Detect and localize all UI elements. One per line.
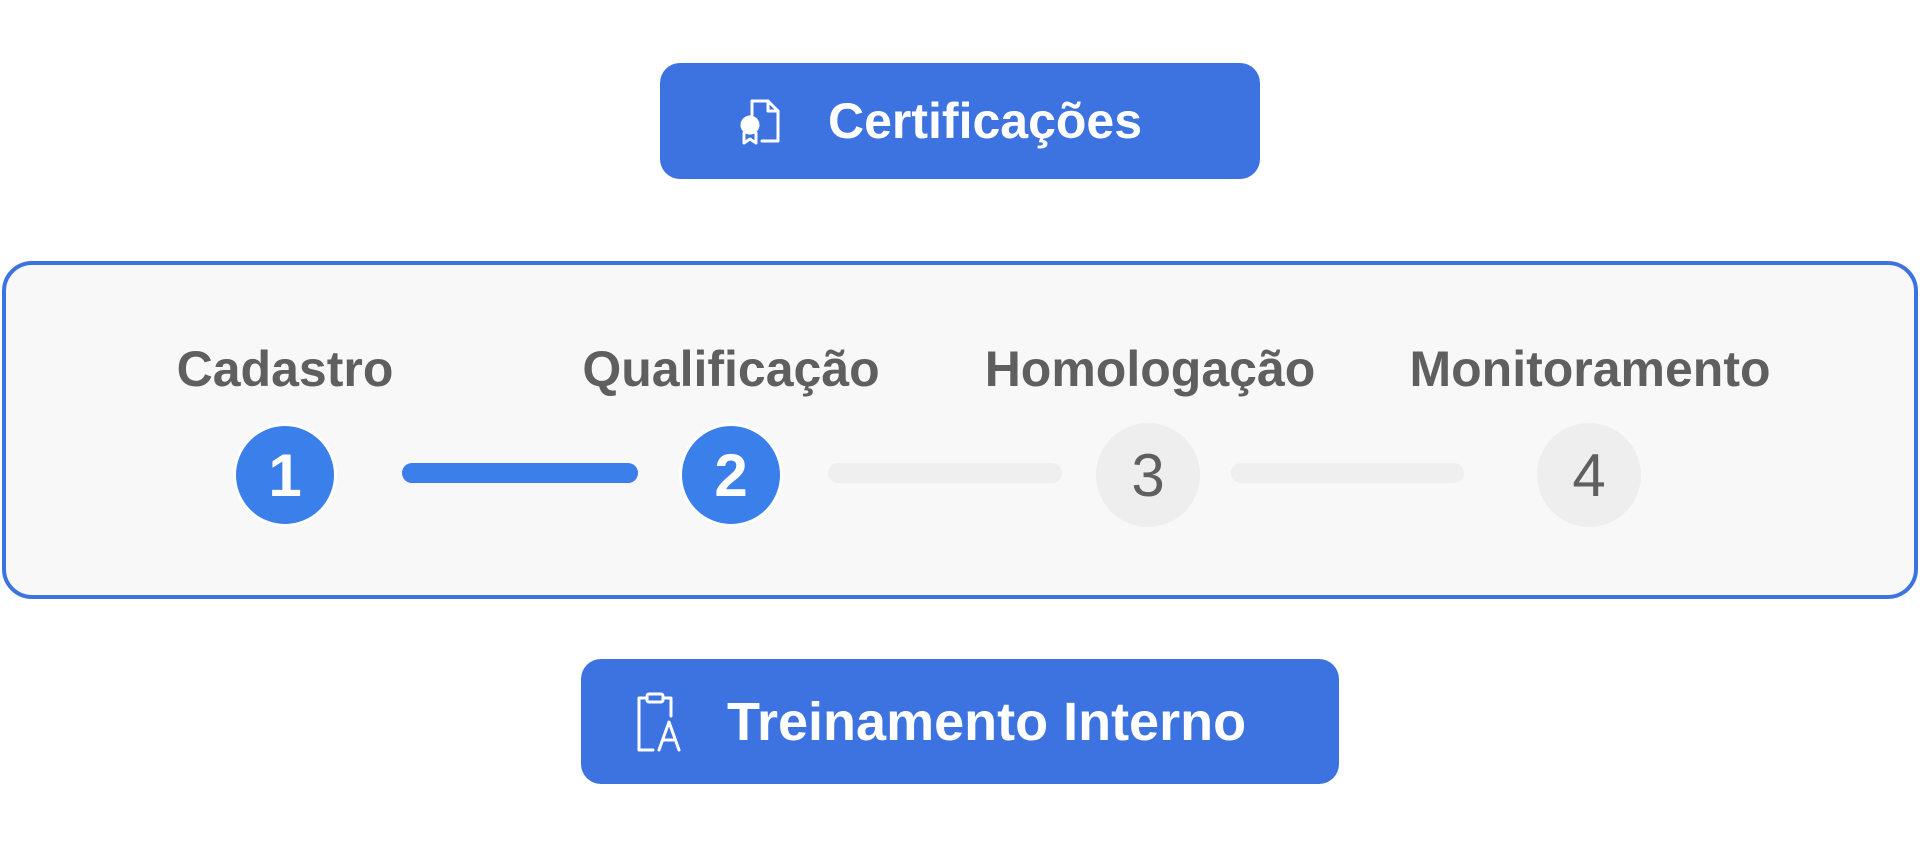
step-3-circle[interactable]: 3: [1096, 423, 1200, 527]
certifications-label: Certificações: [828, 93, 1143, 149]
step-label-monitoramento: Monitoramento: [1409, 341, 1771, 397]
internal-training-button[interactable]: Treinamento Interno: [581, 659, 1339, 784]
step-connector-2-3: [828, 463, 1062, 483]
step-label-qualificacao: Qualificação: [582, 341, 880, 397]
certificate-document-icon: [732, 93, 788, 149]
step-label-homologacao: Homologação: [984, 341, 1316, 397]
step-connector-1-2: [402, 463, 638, 483]
internal-training-label: Treinamento Interno: [727, 691, 1247, 752]
step-1-circle[interactable]: 1: [233, 423, 337, 527]
step-4-circle[interactable]: 4: [1537, 423, 1641, 527]
certifications-button[interactable]: Certificações: [660, 63, 1260, 179]
step-connector-3-4: [1231, 463, 1464, 483]
step-2-circle[interactable]: 2: [679, 423, 783, 527]
step-label-cadastro: Cadastro: [176, 341, 394, 397]
clipboard-letter-icon: [629, 690, 687, 754]
